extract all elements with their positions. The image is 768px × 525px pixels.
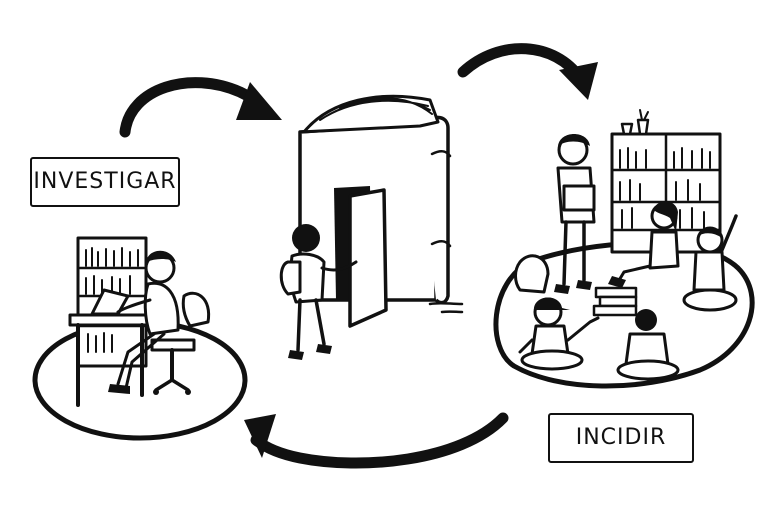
investigar-label: INVESTIGAR (30, 157, 180, 207)
visitor-head (292, 224, 320, 252)
arrow-top-right (463, 49, 598, 100)
book-stack (596, 288, 636, 297)
left-backpack (183, 293, 208, 326)
left-desk-top (70, 315, 150, 325)
arrow-top-left (125, 82, 282, 132)
arrow-bottom (244, 414, 503, 463)
incidir-label: INCIDIR (548, 413, 694, 463)
door-panel (350, 190, 386, 326)
right-scene-group (496, 110, 752, 386)
teacher-book (564, 186, 594, 210)
left-scene-research (35, 238, 245, 438)
raising-hand-student (694, 252, 724, 290)
floor-backpack (516, 256, 549, 292)
back-view-student (626, 334, 668, 364)
visitor-backpack (281, 262, 300, 294)
student-body (145, 283, 178, 334)
sitting-student-1 (650, 232, 678, 268)
center-scene-book-door (281, 96, 462, 360)
